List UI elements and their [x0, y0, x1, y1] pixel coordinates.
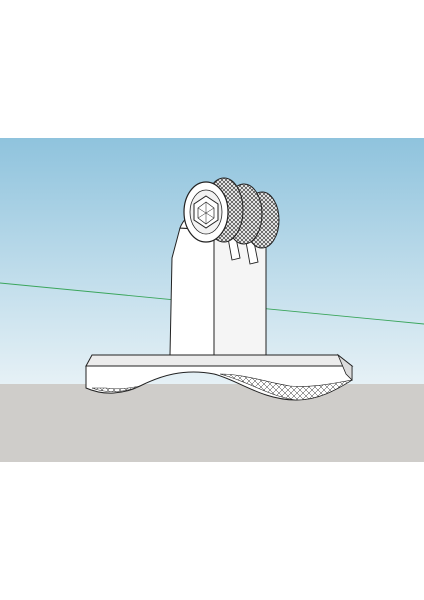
- thumb-screw: [183, 177, 280, 249]
- ground-plane: [0, 384, 424, 462]
- base-plate: [85, 353, 354, 401]
- scene-svg: [0, 138, 424, 462]
- mount-prongs: [227, 237, 259, 265]
- 3d-model-viewport[interactable]: [0, 138, 424, 462]
